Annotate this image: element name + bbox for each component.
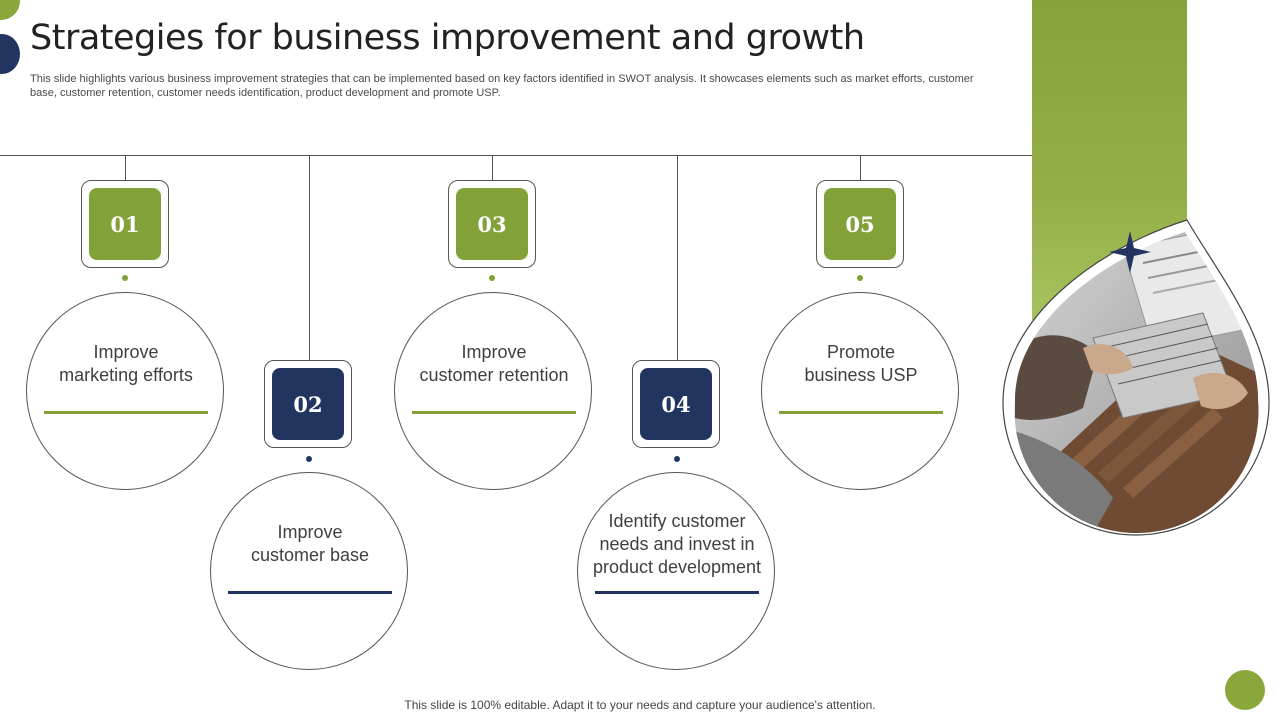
step-underline <box>595 591 759 594</box>
step-text: Improve customer base <box>225 521 395 567</box>
connector-line <box>125 155 126 180</box>
step-text-line: customer base <box>250 545 370 565</box>
step-number-frame: 03 <box>448 180 536 268</box>
page-subtitle: This slide highlights various business i… <box>30 73 974 99</box>
step-underline <box>44 411 208 414</box>
step-circle: Identify customer needs and invest in pr… <box>577 472 775 670</box>
step-circle: Improve marketing efforts <box>26 292 224 490</box>
step-text-line: Promote <box>826 342 896 362</box>
step-number-frame: 05 <box>816 180 904 268</box>
step-number-frame: 01 <box>81 180 169 268</box>
connector-dot <box>306 456 312 462</box>
page-title: Strategies for business improvement and … <box>30 18 865 58</box>
step-number-badge: 03 <box>456 188 528 260</box>
step-number-badge: 05 <box>824 188 896 260</box>
connector-line <box>492 155 493 180</box>
step-text-line: Identify customer <box>608 511 746 531</box>
laptop-photo <box>1002 219 1270 536</box>
step-number-badge: 04 <box>640 368 712 440</box>
step-number-frame: 02 <box>264 360 352 448</box>
step-text-line: Improve <box>461 342 527 362</box>
step-text-line: product development <box>592 557 762 577</box>
connector-dot <box>122 275 128 281</box>
step-text-line: needs and invest in <box>599 534 755 554</box>
corner-decoration-green-bottom <box>1225 670 1265 710</box>
step-circle: Improve customer retention <box>394 292 592 490</box>
step-number-badge: 01 <box>89 188 161 260</box>
step-underline <box>779 411 943 414</box>
connector-dot <box>674 456 680 462</box>
corner-decoration-green <box>0 0 20 20</box>
connector-dot <box>489 275 495 281</box>
step-text-line: marketing efforts <box>59 365 193 385</box>
corner-decoration-navy <box>0 34 20 74</box>
step-number-badge: 02 <box>272 368 344 440</box>
step-text: Promote business USP <box>776 341 946 387</box>
step-text-line: business USP <box>804 365 918 385</box>
step-text-line: customer retention <box>419 365 569 385</box>
step-circle: Improve customer base <box>210 472 408 670</box>
step-number-frame: 04 <box>632 360 720 448</box>
step-underline <box>228 591 392 594</box>
step-circle: Promote business USP <box>761 292 959 490</box>
connector-line <box>309 155 310 360</box>
connector-dot <box>857 275 863 281</box>
step-text: Improve marketing efforts <box>41 341 211 387</box>
connector-line <box>677 155 678 360</box>
step-text: Identify customer needs and invest in pr… <box>592 510 762 579</box>
step-text-line: Improve <box>277 522 343 542</box>
step-text-line: Improve <box>93 342 159 362</box>
timeline-line <box>0 155 1032 156</box>
step-text: Improve customer retention <box>409 341 579 387</box>
footer-note: This slide is 100% editable. Adapt it to… <box>404 698 876 712</box>
connector-line <box>860 155 861 180</box>
four-point-star-icon <box>1109 231 1151 273</box>
step-underline <box>412 411 576 414</box>
